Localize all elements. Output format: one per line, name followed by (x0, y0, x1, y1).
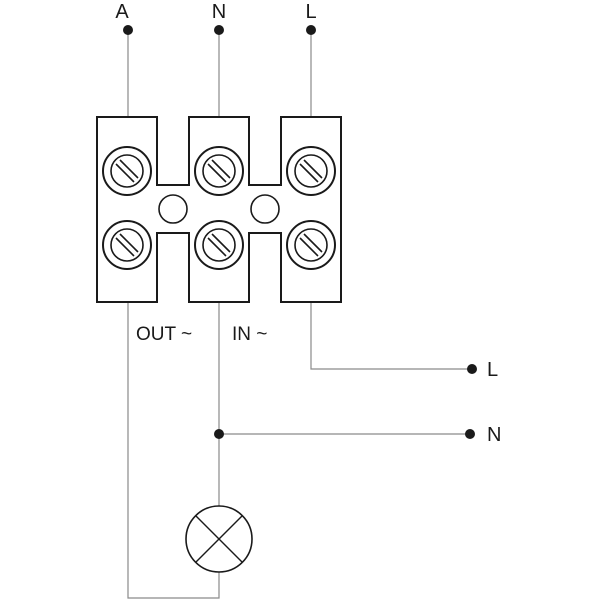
label-top-a: A (115, 1, 129, 23)
screw-terminal-icon (102, 220, 152, 270)
label-top-n: N (212, 1, 226, 23)
terminal-dot-icon (306, 25, 316, 35)
bridge-hole-right (250, 194, 280, 224)
wire-out-to-lamp (127, 302, 220, 599)
terminal-dot-icon (465, 429, 475, 439)
wire-l-supply (310, 302, 472, 370)
screw-terminal-icon (286, 146, 336, 196)
label-top-l: L (305, 1, 316, 23)
wires (127, 30, 472, 599)
terminal-dot-icon (123, 25, 133, 35)
screw-terminal-icon (286, 220, 336, 270)
terminal-block (96, 116, 342, 303)
screw-terminal-icon (102, 146, 152, 196)
bridge-hole-left (158, 194, 188, 224)
screw-terminal-icon (194, 146, 244, 196)
label-supply-l: L (487, 359, 498, 381)
label-supply-n: N (487, 424, 501, 446)
screw-terminal-icon (194, 220, 244, 270)
lamp-icon (185, 505, 253, 573)
label-in: IN ~ (232, 324, 267, 345)
terminal-dot-icon (214, 429, 224, 439)
terminal-dot-icon (467, 364, 477, 374)
label-out: OUT ~ (136, 324, 192, 345)
terminal-dot-icon (214, 25, 224, 35)
terminal-block-body (96, 116, 342, 303)
